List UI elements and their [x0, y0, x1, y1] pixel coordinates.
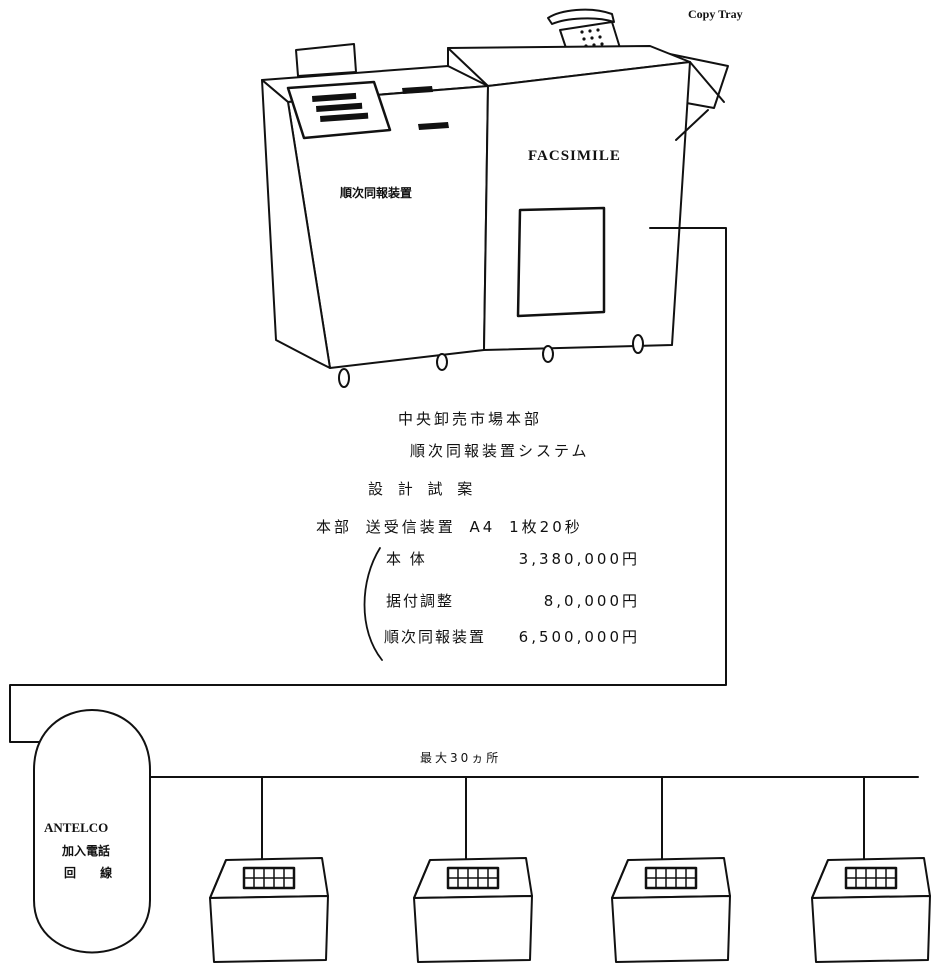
cost-item-name: 据付調整	[386, 590, 454, 611]
fax-terminal	[812, 858, 930, 962]
cost-item-price: 3,380,000円	[470, 548, 640, 569]
title-line-1: 中央卸売市場本部	[398, 408, 542, 429]
fax-terminal	[210, 858, 328, 962]
title-line-3: 設 計 試 案	[368, 478, 477, 499]
fax-terminal	[414, 858, 532, 962]
cost-item-price: 6,500,000円	[470, 626, 640, 647]
cost-item-name: 本 体	[386, 548, 427, 569]
facsimile-label: FACSIMILE	[528, 148, 621, 165]
broadcast-unit-label: 順次同報装置	[340, 184, 412, 201]
copy-tray-label: Copy Tray	[688, 7, 743, 22]
spec-line: 本部 送受信装置 A4 1枚20秒	[316, 516, 583, 537]
title-line-2: 順次同報装置システム	[410, 440, 590, 461]
antelco-line-label: 回 線	[64, 864, 122, 881]
antelco-subscriber-label: 加入電話	[62, 842, 110, 859]
max-sites-label: 最大30ヵ所	[420, 749, 501, 766]
cost-item-price: 8,0,000円	[470, 590, 640, 611]
fax-terminal	[612, 858, 730, 962]
antelco-label: ANTELCO	[44, 820, 108, 836]
